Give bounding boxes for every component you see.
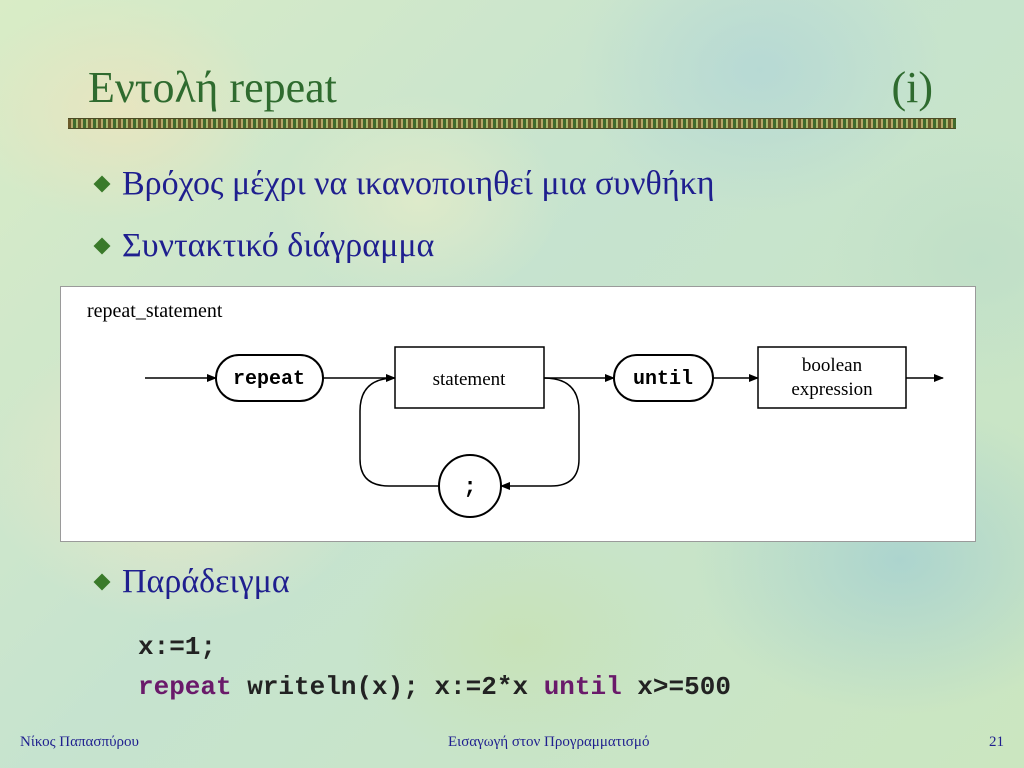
title-number: (i) — [891, 63, 933, 112]
bullet-text-3: Παράδειγμα — [122, 563, 290, 600]
code-line-2: repeat writeln(x); x:=2*x until x>=500 — [138, 672, 731, 702]
bullet-item-1: Βρόχος μέχρι να ικανοποιηθεί μια συνθήκη — [93, 164, 715, 204]
until-terminal-label: until — [633, 368, 693, 391]
code-keyword-repeat: repeat — [138, 672, 232, 702]
loop-right-arc — [500, 377, 580, 490]
syntax-diagram: repeat_statement repeat statement until … — [60, 286, 976, 542]
bullet-text-1: Βρόχος μέχρι να ικανοποιηθεί μια συνθήκη — [122, 165, 715, 202]
repeat-terminal — [215, 354, 324, 402]
code-condition: x>=500 — [621, 672, 731, 702]
footer-author: Νίκος Παπασπύρου — [20, 734, 139, 750]
diamond-bullet-icon — [93, 237, 111, 255]
footer-page-number: 21 — [989, 734, 1004, 750]
semicolon-terminal-label: ; — [463, 475, 476, 500]
bullet-item-3: Παράδειγμα — [93, 562, 290, 602]
code-line-1: x:=1; — [138, 632, 216, 662]
footer-course: Εισαγωγή στον Προγραμματισμό — [448, 734, 650, 750]
loop-left-arc — [359, 377, 439, 487]
slide-title: Εντολή repeat (i) — [88, 60, 933, 116]
code-line-1-text: x:=1; — [138, 632, 217, 662]
bullet-item-2: Συντακτικό διάγραμμα — [93, 226, 435, 266]
title-divider — [68, 118, 956, 129]
syntax-diagram-svg: repeat_statement repeat statement until … — [87, 300, 944, 518]
boolean-expression-box — [757, 346, 907, 409]
diamond-bullet-icon — [93, 175, 111, 193]
code-body: writeln(x); x:=2*x — [231, 672, 544, 702]
until-terminal — [613, 354, 714, 402]
bullet-text-2: Συντακτικό διάγραμμα — [122, 227, 435, 264]
diamond-bullet-icon — [93, 573, 111, 591]
statement-box — [394, 346, 545, 409]
title-text: Εντολή repeat — [88, 63, 337, 112]
diagram-heading: repeat_statement — [87, 300, 223, 322]
boolean-expression-line2: expression — [791, 379, 873, 400]
statement-box-label: statement — [433, 369, 507, 390]
semicolon-terminal — [438, 454, 502, 518]
code-keyword-until: until — [543, 672, 622, 702]
repeat-terminal-label: repeat — [233, 368, 305, 391]
boolean-expression-line1: boolean — [802, 355, 863, 376]
